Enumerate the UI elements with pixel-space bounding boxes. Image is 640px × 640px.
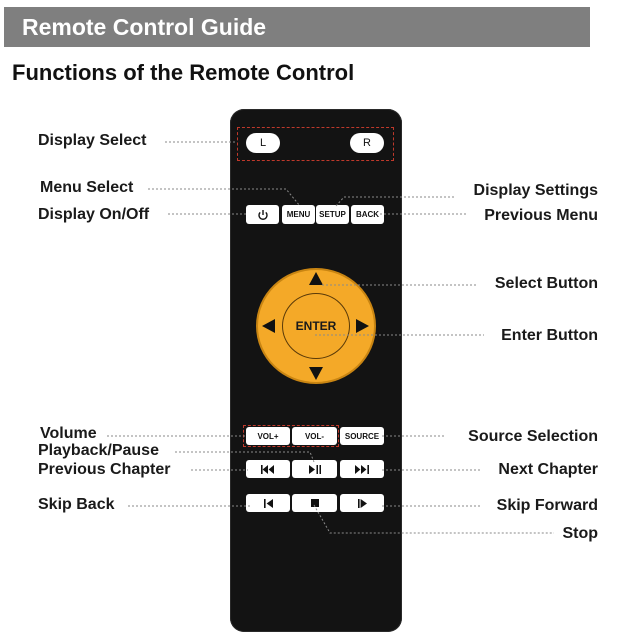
r-button[interactable]: R [350, 133, 384, 153]
skip-back-icon [263, 498, 273, 508]
next-chapter-icon [355, 464, 369, 474]
back-button[interactable]: BACK [351, 205, 384, 224]
label-display-select: Display Select [38, 132, 147, 149]
label-select-button: Select Button [494, 275, 598, 292]
menu-button[interactable]: MENU [282, 205, 315, 224]
volume-up-button[interactable]: VOL+ [246, 427, 290, 445]
previous-chapter-button[interactable] [246, 460, 290, 478]
label-next-chapter: Next Chapter [498, 461, 598, 478]
label-enter-button: Enter Button [501, 327, 598, 344]
prev-chapter-icon [261, 464, 274, 474]
up-arrow-icon[interactable] [309, 272, 323, 285]
setup-button[interactable]: SETUP [316, 205, 349, 224]
power-button[interactable] [246, 205, 279, 224]
label-previous-chapter: Previous Chapter [38, 461, 171, 478]
label-skip-back: Skip Back [38, 496, 115, 513]
label-stop: Stop [562, 525, 598, 542]
skip-forward-button[interactable] [340, 494, 384, 512]
skip-forward-icon [357, 498, 367, 508]
stop-button[interactable] [292, 494, 337, 512]
label-previous-menu: Previous Menu [484, 207, 598, 224]
play-pause-icon [308, 464, 321, 474]
stop-icon [310, 499, 319, 507]
skip-back-button[interactable] [246, 494, 290, 512]
title-banner: Remote Control Guide [4, 7, 590, 47]
label-source-selection: Source Selection [468, 428, 598, 445]
enter-button[interactable]: ENTER [282, 293, 350, 359]
label-display-settings: Display Settings [473, 182, 598, 199]
down-arrow-icon[interactable] [309, 367, 323, 380]
volume-down-button[interactable]: VOL- [292, 427, 337, 445]
banner-title: Remote Control Guide [22, 14, 267, 40]
next-chapter-button[interactable] [340, 460, 384, 478]
label-menu-select: Menu Select [40, 179, 134, 196]
source-button[interactable]: SOURCE [340, 427, 384, 445]
l-button[interactable]: L [246, 133, 280, 153]
label-playback-pause: Playback/Pause [38, 442, 159, 459]
play-pause-button[interactable] [292, 460, 337, 478]
label-display-onoff: Display On/Off [38, 206, 150, 223]
page-heading: Functions of the Remote Control [12, 60, 355, 85]
power-icon [257, 209, 268, 220]
right-arrow-icon[interactable] [356, 319, 369, 333]
label-volume: Volume [40, 425, 97, 442]
left-arrow-icon[interactable] [262, 319, 275, 333]
label-skip-forward: Skip Forward [496, 497, 598, 514]
display-select-highlight [237, 127, 394, 161]
